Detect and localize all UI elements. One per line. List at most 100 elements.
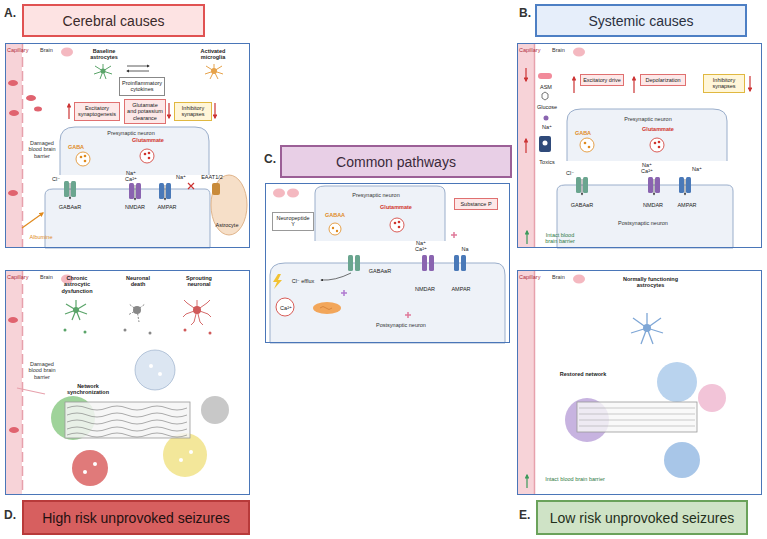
panel-label: AMPAR bbox=[448, 286, 474, 292]
panel-frame: CapillaryBrainASM GlucoseNa⁺ Toxics Presyna… bbox=[517, 43, 762, 248]
title-text: High risk unprovoked seizures bbox=[42, 510, 230, 526]
title-text: Common pathways bbox=[336, 154, 456, 170]
box-text: Inhibitory synapses bbox=[177, 105, 209, 118]
box-text: Substance P bbox=[457, 201, 495, 207]
panel-label: Postsynaptic neuron bbox=[376, 322, 426, 328]
panel-c-art bbox=[265, 183, 510, 343]
mechanism-box: Excitatory synaptogenesis bbox=[74, 102, 120, 121]
panel-label: Damaged blood brain barrier bbox=[26, 140, 58, 159]
panel-label: Presynaptic neuron bbox=[106, 130, 156, 136]
panel-frame: CapillaryBrain Normally functioning astro… bbox=[517, 270, 762, 495]
panel-letter: E. bbox=[519, 508, 530, 522]
panel-label: NMDAR bbox=[412, 286, 438, 292]
box-text: Inhibitory synapses bbox=[706, 77, 742, 90]
panel-label: Restored network bbox=[558, 371, 608, 377]
panel-label: AMPAR bbox=[674, 202, 700, 208]
panel-label: GABA bbox=[573, 130, 593, 136]
panel-label: Ca²⁺ bbox=[278, 305, 294, 311]
panel-label: Activated microglia bbox=[192, 48, 234, 61]
panel-label: Na⁺ bbox=[540, 124, 554, 130]
panel-letter: D. bbox=[4, 508, 16, 522]
panel-label: Capillary bbox=[519, 274, 549, 280]
panel-label: Cl⁻ bbox=[564, 170, 576, 176]
mechanism-box: Neuropeptide Y bbox=[272, 212, 314, 231]
box-text: Depolarization bbox=[643, 77, 683, 83]
panel-label: Glucose bbox=[535, 104, 559, 110]
panel-label: Cl⁻ efflux bbox=[288, 278, 318, 284]
panel-title: High risk unprovoked seizures bbox=[22, 500, 250, 535]
panel-label: Astrocyte bbox=[211, 222, 243, 228]
panel-label: Neuronal death bbox=[118, 275, 158, 288]
panel-label: Glutammate bbox=[376, 204, 416, 210]
panel-label: Capillary bbox=[7, 274, 37, 280]
panel-label: Na⁺ Ca²⁺ bbox=[414, 240, 428, 253]
panel-title: Low risk unprovoked seizures bbox=[536, 500, 748, 535]
panel-letter: A. bbox=[4, 6, 16, 20]
panel-label: Na⁺ Ca²⁺ bbox=[640, 162, 654, 175]
mechanism-box: Inhibitory synapses bbox=[174, 102, 212, 121]
panel-label: GABAaR bbox=[56, 204, 84, 210]
panel-letter: C. bbox=[264, 152, 276, 166]
panel-label: Brain bbox=[552, 274, 572, 280]
box-text: Excitatory drive bbox=[583, 77, 621, 83]
panel-title: Cerebral causes bbox=[22, 4, 205, 37]
panel-label: EAAT1/2 bbox=[198, 174, 226, 180]
panel-label: Na⁺ bbox=[690, 166, 704, 172]
panel-label: Albumine bbox=[26, 234, 56, 240]
box-text: Glutamate and potassium clearance bbox=[127, 102, 163, 121]
panel-frame: CapillaryBrain Baseline astrocytes Activat… bbox=[5, 43, 250, 248]
panel-label: Brain bbox=[40, 274, 60, 280]
panel-frame: CapillaryBrainChronic astrocytic dysfunc… bbox=[5, 270, 250, 495]
panel-label: Normally functioning astrocytes bbox=[613, 276, 688, 289]
mechanism-box: Excitatory drive bbox=[580, 74, 624, 86]
panel-label: Damaged blood brain barrier bbox=[26, 361, 58, 380]
panel-label: AMPAR bbox=[154, 204, 180, 210]
box-text: Proinflammatory cytokines bbox=[122, 80, 162, 93]
panel-title: Systemic causes bbox=[535, 4, 747, 37]
mechanism-box: Glutamate and potassium clearance bbox=[124, 99, 166, 124]
panel-label: GABAaR bbox=[568, 202, 596, 208]
panel-label: Intact blood brain barrier bbox=[540, 476, 610, 482]
panel-b-art bbox=[517, 43, 762, 248]
panel-label: GABA bbox=[66, 144, 86, 150]
box-text: Neuropeptide Y bbox=[275, 215, 311, 228]
panel-label: Sprouting neuronal bbox=[174, 275, 224, 288]
panel-label: Cl⁻ bbox=[50, 176, 62, 182]
panel-label: Capillary bbox=[7, 47, 37, 53]
panel-label: NMDAR bbox=[640, 202, 666, 208]
panel-d-art bbox=[5, 270, 250, 495]
title-text: Low risk unprovoked seizures bbox=[550, 510, 734, 526]
panel-label: Brain bbox=[40, 47, 60, 53]
panel-label: Postsynaptic neuron bbox=[618, 220, 668, 226]
box-text: Excitatory synaptogenesis bbox=[77, 105, 117, 118]
panel-label: Glutammate bbox=[128, 137, 168, 143]
panel-title: Common pathways bbox=[280, 145, 512, 178]
mechanism-box: Depolarization bbox=[640, 74, 686, 86]
panel-label: Network synchronization bbox=[58, 383, 118, 396]
panel-label: Brain bbox=[552, 47, 572, 53]
panel-label: GABAA bbox=[324, 212, 346, 218]
panel-label: Toxics bbox=[535, 159, 559, 165]
panel-label: Presynaptic neuron bbox=[351, 192, 401, 198]
panel-label: Intact blood brain barrier bbox=[540, 232, 580, 245]
panel-label: Na⁺ Ca²⁺ bbox=[124, 170, 138, 183]
mechanism-box: Inhibitory synapses bbox=[703, 74, 745, 93]
mechanism-box: Substance P bbox=[454, 198, 498, 210]
title-text: Systemic causes bbox=[588, 13, 693, 29]
mechanism-box: Proinflammatory cytokines bbox=[119, 77, 165, 96]
panel-letter: B. bbox=[519, 6, 531, 20]
panel-label: Presynaptic neuron bbox=[623, 116, 673, 122]
panel-frame: Presynaptic neuronGABAA GlutammateNa⁺ Ca²… bbox=[265, 183, 510, 343]
title-text: Cerebral causes bbox=[63, 13, 165, 29]
panel-e-art bbox=[517, 270, 762, 495]
panel-label: ASM bbox=[537, 84, 555, 90]
panel-label: Glutammate bbox=[638, 126, 678, 132]
panel-a-art bbox=[5, 43, 250, 248]
panel-label: GABAaR bbox=[366, 268, 394, 274]
panel-label: Na⁺ bbox=[174, 174, 188, 180]
panel-label: NMDAR bbox=[122, 204, 148, 210]
panel-label: Baseline astrocytes bbox=[84, 48, 124, 61]
panel-label: Chronic astrocytic dysfunction bbox=[54, 275, 100, 294]
panel-label: Na bbox=[459, 246, 471, 252]
panel-label: Capillary bbox=[519, 47, 549, 53]
